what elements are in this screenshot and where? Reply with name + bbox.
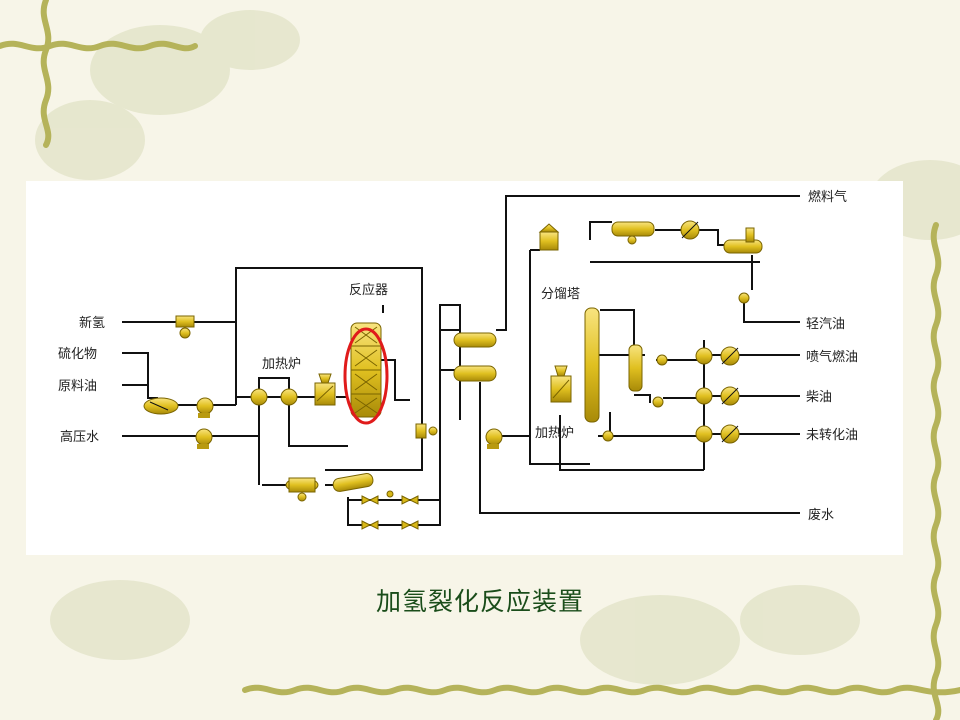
heater-1 [314, 373, 336, 406]
fractionator [584, 307, 600, 423]
flash-drum-2 [453, 365, 497, 382]
piping [122, 195, 800, 526]
heat-exchanger-2 [280, 388, 298, 406]
label-feed-oil: 原料油 [58, 379, 97, 394]
slide-caption: 加氢裂化反应装置 [375, 587, 584, 616]
label-jet-fuel: 喷气燃油 [806, 349, 858, 365]
label-heater-2: 加热炉 [535, 426, 574, 441]
gas-drum [538, 223, 560, 251]
label-heater-1: 加热炉 [262, 357, 301, 372]
hydrogen-drum [175, 315, 195, 339]
flash-drum-1 [453, 332, 497, 348]
heater-2 [550, 365, 572, 403]
heat-exchanger-1 [250, 388, 268, 406]
label-light-gasoline: 轻汽油 [806, 317, 845, 332]
label-wastewater: 废水 [808, 507, 834, 523]
reflux-drum [723, 227, 763, 304]
pump-stripper-1 [656, 354, 668, 366]
vine-ornament-bottom [242, 222, 960, 720]
label-hydrogen: 新氢 [79, 315, 105, 331]
pump-bottoms [602, 430, 614, 442]
label-hp-water: 高压水 [60, 429, 99, 445]
side-stripper [628, 344, 643, 392]
label-catalyst: 硫化物 [58, 347, 97, 362]
reactor [350, 322, 382, 418]
label-fractionator: 分馏塔 [541, 287, 580, 302]
pump-feed [196, 397, 214, 418]
vine-ornament-top-left [0, 0, 198, 148]
product-coolers [695, 346, 740, 444]
label-diesel: 柴油 [806, 390, 832, 405]
pump-water [195, 428, 213, 449]
label-reactor: 反应器 [349, 282, 388, 298]
feed-mixer [143, 397, 179, 415]
high-pressure-separator [285, 477, 319, 502]
pump-stripper-2 [652, 396, 664, 408]
overhead-drum [611, 221, 655, 245]
overhead-cooler [680, 220, 700, 240]
pump-center [485, 428, 503, 449]
control-valve [415, 423, 438, 439]
recycle-valves [361, 490, 419, 530]
label-fuel-gas: 燃料气 [808, 189, 847, 205]
low-pressure-separator [332, 473, 374, 492]
label-unconverted-oil: 未转化油 [806, 428, 858, 443]
reactor-highlight [343, 327, 389, 425]
